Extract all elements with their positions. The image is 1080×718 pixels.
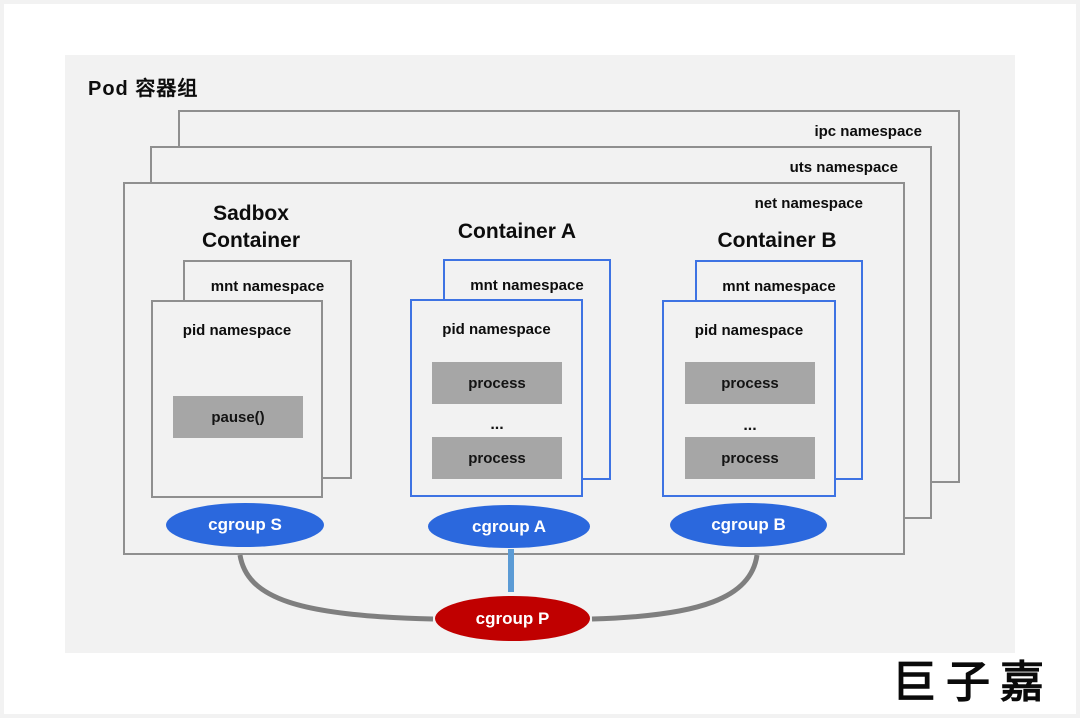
container-b-mnt-namespace-label: mnt namespace [722,278,836,295]
container-b-process-top: process [685,362,815,404]
container-a-pid-namespace-label: pid namespace [442,321,551,338]
container-a-process-bottom: process [432,437,562,479]
pause-process-box: pause() [173,396,303,438]
container-b-title: Container B [717,229,837,252]
cgroup-a-ellipse: cgroup A [428,505,590,548]
ipc-namespace-label: ipc namespace [814,123,922,140]
watermark-signature: 巨子嘉 [892,658,1054,707]
container-b-pid-namespace-label: pid namespace [694,322,804,339]
uts-namespace-label: uts namespace [789,159,898,176]
sandbox-container-title: Sadbox Container [201,202,300,252]
cgroup-s-ellipse: cgroup S [166,503,324,547]
cgroup-b-ellipse: cgroup B [670,503,827,547]
sandbox-mnt-namespace-label: mnt namespace [210,278,325,295]
container-a-process-top: process [432,362,562,404]
container-b-ellipsis: ... [743,417,757,434]
container-a-title: Container A [457,220,577,243]
cgroup-p-ellipse: cgroup P [435,596,590,641]
pod-title: Pod 容器组 [88,78,199,100]
container-a-ellipsis: ... [490,416,504,433]
net-namespace-label: net namespace [754,195,863,212]
container-a-mnt-namespace-label: mnt namespace [470,277,584,294]
container-b-process-bottom: process [685,437,815,479]
cgroup-s-to-p-curve [237,554,434,622]
cgroup-b-to-p-curve [591,554,760,622]
sandbox-pid-namespace-label: pid namespace [182,322,292,339]
